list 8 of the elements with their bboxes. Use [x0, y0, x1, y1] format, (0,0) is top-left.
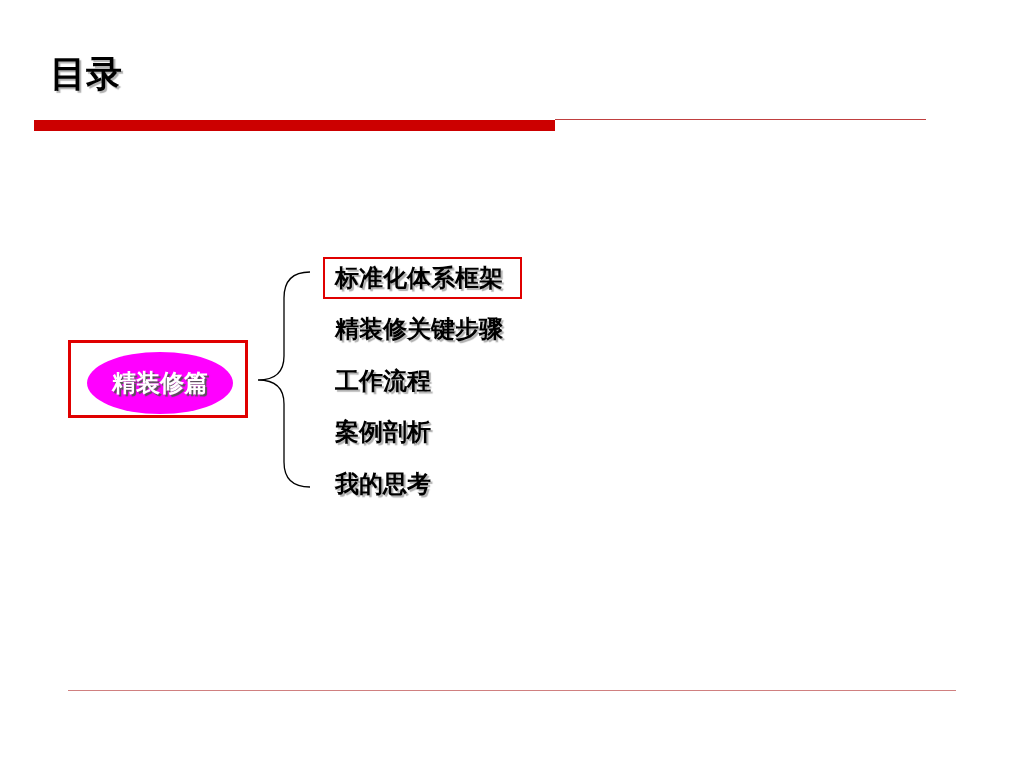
menu-item: 标准化体系框架	[335, 264, 503, 292]
topic-label: 精装修篇	[112, 369, 208, 397]
menu-item: 我的思考	[335, 469, 431, 498]
highlight-box	[323, 257, 522, 299]
menu-item: 案例剖析	[335, 418, 431, 446]
menu-item: 工作流程	[335, 366, 431, 395]
frame-box	[68, 340, 248, 418]
page-title: 目录	[50, 52, 122, 96]
